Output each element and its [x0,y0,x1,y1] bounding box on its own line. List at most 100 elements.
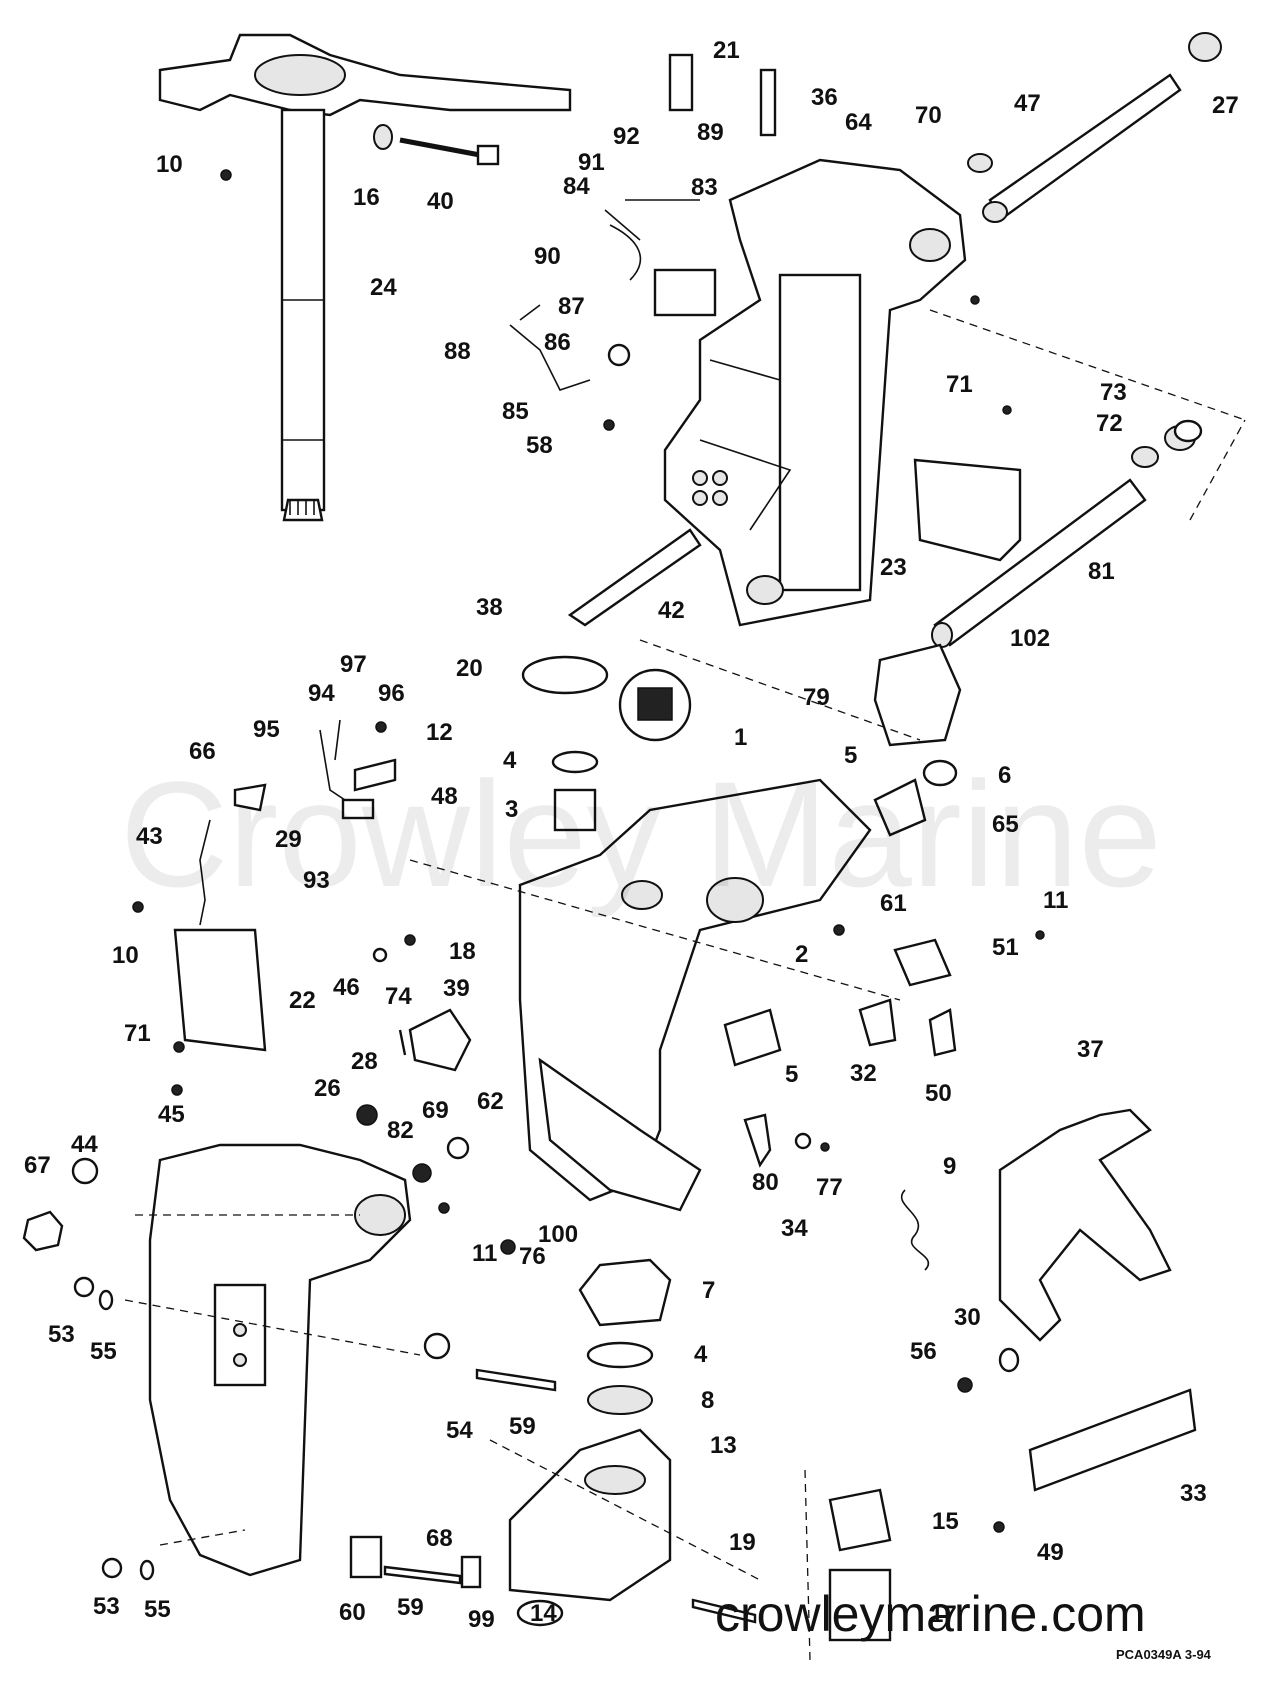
label-part-34: 34 [781,1215,808,1242]
label-part-32: 32 [850,1060,877,1087]
label-part-38: 38 [476,594,503,621]
label-part-53-lower: 53 [93,1593,120,1620]
swivel-bracket-64 [663,158,967,627]
label-part-10-lower: 10 [112,942,139,969]
label-part-59-lower: 59 [397,1594,424,1621]
label-part-91: 91 [578,149,605,176]
bushing-3 [553,788,597,832]
label-part-93: 93 [303,867,330,894]
bushing-4-upper [551,750,599,774]
label-part-58: 58 [526,432,553,459]
label-part-72: 72 [1096,410,1123,437]
bracket-15-17 [804,1469,811,1661]
label-part-74: 74 [385,983,412,1010]
cover-23 [913,458,1022,562]
label-part-20: 20 [456,655,483,682]
bolt-40 [373,124,500,166]
label-part-4-lower: 4 [694,1341,708,1368]
washer-6 [922,759,958,787]
label-part-83: 83 [691,174,718,201]
label-part-73: 73 [1100,379,1127,406]
washer-20 [521,655,609,695]
label-part-4-upper: 4 [503,747,517,774]
label-part-29: 29 [275,826,302,853]
label-part-30: 30 [954,1304,981,1331]
label-part-48: 48 [431,783,458,810]
label-part-10-upper: 10 [156,151,183,178]
label-part-96: 96 [378,680,405,707]
label-part-55-upper: 55 [90,1338,117,1365]
clip-32 [858,998,897,1047]
website-watermark: crowleymarine.com [715,1586,1146,1642]
label-part-45: 45 [158,1101,185,1128]
label-part-77: 77 [816,1174,843,1201]
label-part-5-lower: 5 [785,1061,799,1088]
watermark: Crowley Marine [120,750,1162,918]
clip-50 [928,1008,957,1057]
swivel-bracket-1 [518,778,872,1212]
label-part-89: 89 [697,119,724,146]
label-part-9: 9 [943,1153,957,1180]
label-part-17: 17 [930,1601,957,1628]
mount-15 [828,1488,892,1552]
pin-42 [567,528,702,627]
label-part-60: 60 [339,1599,366,1626]
mount-17 [828,1568,892,1642]
label-part-62: 62 [477,1088,504,1115]
label-part-87: 87 [558,293,585,320]
label-part-102: 102 [1010,625,1051,652]
seal-4-lower [586,1341,654,1369]
label-part-5-upper: 5 [844,742,858,769]
label-part-11-upper: 11 [1043,887,1069,914]
label-part-80: 80 [752,1169,779,1196]
label-part-15: 15 [932,1508,959,1535]
label-part-6: 6 [998,762,1012,789]
block-33 [1028,1388,1197,1492]
bearing-8 [587,1385,653,1415]
label-part-53-upper: 53 [48,1321,75,1348]
label-part-92: 92 [613,123,640,150]
label-part-37: 37 [1077,1036,1104,1063]
label-part-7: 7 [702,1277,716,1304]
label-part-55-lower: 55 [144,1596,171,1623]
label-part-2: 2 [795,941,809,968]
label-part-71-lower: 71 [124,1020,151,1047]
label-part-71-upper: 71 [946,371,973,398]
label-part-18: 18 [449,938,476,965]
label-part-88: 88 [444,338,471,365]
label-part-61: 61 [880,890,907,917]
label-part-50: 50 [925,1080,952,1107]
bushing-5-upper [873,778,927,837]
label-part-36: 36 [811,84,838,111]
label-part-94: 94 [308,680,335,707]
label-part-1: 1 [734,724,748,751]
label-part-19: 19 [729,1529,756,1556]
label-part-100: 100 [538,1221,579,1248]
label-part-49: 49 [1037,1539,1064,1566]
bushing-7 [578,1258,672,1327]
label-part-85: 85 [502,398,529,425]
label-part-42: 42 [658,597,685,624]
label-part-3: 3 [505,796,519,823]
nut-14 [516,1599,564,1627]
label-part-26: 26 [314,1075,341,1102]
label-part-56: 56 [910,1338,937,1365]
label-part-47: 47 [1014,90,1041,117]
label-part-51: 51 [992,934,1019,961]
bracket-79 [873,643,962,747]
label-part-44: 44 [71,1131,98,1158]
arm-37 [998,1108,1172,1342]
trim-rod-81 [931,425,1196,648]
label-part-24: 24 [370,274,397,301]
wiring-harness [173,53,777,1168]
label-part-81: 81 [1088,558,1115,585]
label-part-70: 70 [915,102,942,129]
label-part-69: 69 [422,1097,449,1124]
label-part-90: 90 [534,243,561,270]
label-part-46: 46 [333,974,360,1001]
label-part-43: 43 [136,823,163,850]
label-part-99: 99 [468,1606,495,1633]
label-part-67: 67 [24,1152,51,1179]
